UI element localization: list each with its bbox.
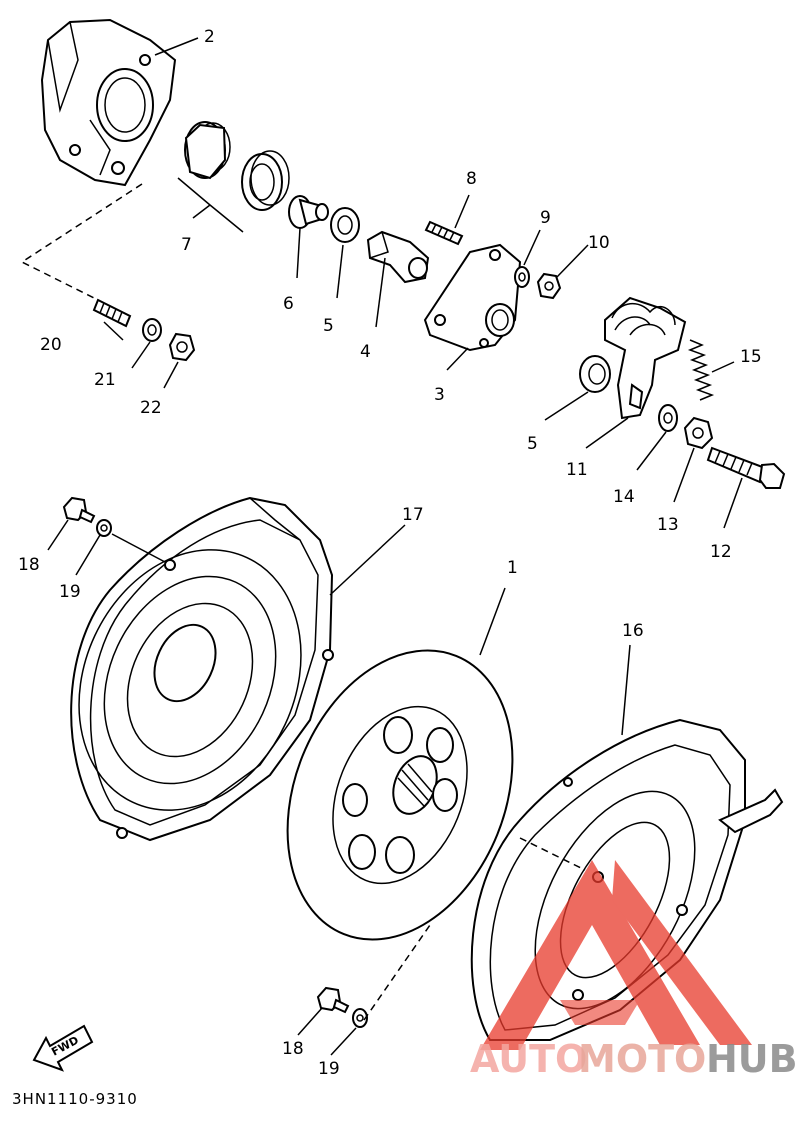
callout-6: 6 <box>283 294 294 314</box>
callout-1: 1 <box>507 558 518 578</box>
callout-10: 10 <box>588 233 610 253</box>
part-2-bracket <box>40 18 177 187</box>
watermark-hub: HUB <box>706 1037 798 1081</box>
part-13-nut <box>683 416 714 450</box>
part-17-brake-cover <box>70 496 334 842</box>
callout-5-lower: 5 <box>527 434 538 454</box>
part-11-adjuster-arm <box>604 296 687 420</box>
part-4-cam-lever <box>366 230 430 284</box>
watermark-auto: AUTO <box>470 1037 587 1081</box>
callout-15: 15 <box>740 347 762 367</box>
callout-3: 3 <box>434 385 445 405</box>
callout-numbers: 2 7 6 5 4 8 9 10 3 15 5 11 14 13 12 20 2… <box>18 27 762 1079</box>
part-20-stud <box>92 298 132 328</box>
part-18-bolt-lower <box>316 986 350 1014</box>
leader-lines <box>47 37 743 1056</box>
callout-18-upper: 18 <box>18 555 40 575</box>
assembly-lines <box>20 183 586 1021</box>
callout-8: 8 <box>466 169 477 189</box>
part-15-spring <box>687 339 715 401</box>
callout-4: 4 <box>360 342 371 362</box>
callout-7: 7 <box>181 235 192 255</box>
callout-19-lower: 19 <box>318 1059 340 1079</box>
part-3-holder <box>423 243 522 352</box>
part-1-brake-disc <box>286 649 514 941</box>
fwd-arrow: FWD <box>32 1024 94 1072</box>
part-14-washer <box>658 404 678 432</box>
diagram-code: 3HN1110-9310 <box>12 1090 138 1108</box>
part-21-washer <box>142 318 162 342</box>
part-22-nut <box>168 332 196 362</box>
callout-13: 13 <box>657 515 679 535</box>
callout-17: 17 <box>402 505 424 525</box>
callout-19-upper: 19 <box>59 582 81 602</box>
part-12-bolt <box>706 446 786 489</box>
callout-2: 2 <box>204 27 215 47</box>
part-5-bearing-lower <box>579 355 611 393</box>
callout-12: 12 <box>710 542 732 562</box>
callout-9: 9 <box>540 208 551 228</box>
part-6-pin <box>288 195 329 229</box>
callout-16: 16 <box>622 621 644 641</box>
part-5-bearing-upper <box>330 207 360 243</box>
watermark-logo <box>480 860 752 1050</box>
callout-5-upper: 5 <box>323 316 334 336</box>
callout-22: 22 <box>140 398 162 418</box>
part-8-stud-bolt <box>424 220 464 246</box>
part-9-washer <box>514 266 530 288</box>
watermark-text: AUTO MOTO HUB <box>470 1037 798 1081</box>
part-19-washer-lower <box>352 1008 368 1028</box>
callout-21: 21 <box>94 370 116 390</box>
part-19-washer-upper <box>96 519 112 537</box>
callout-18-lower: 18 <box>282 1039 304 1059</box>
part-7-piston-seal <box>184 121 290 211</box>
callout-20: 20 <box>40 335 62 355</box>
watermark-moto: MOTO <box>578 1037 706 1081</box>
callout-14: 14 <box>613 487 635 507</box>
part-18-bolt-upper <box>62 496 96 524</box>
part-10-nut <box>536 272 562 300</box>
watermark-triangle-icon <box>480 860 700 1050</box>
callout-11: 11 <box>566 460 588 480</box>
